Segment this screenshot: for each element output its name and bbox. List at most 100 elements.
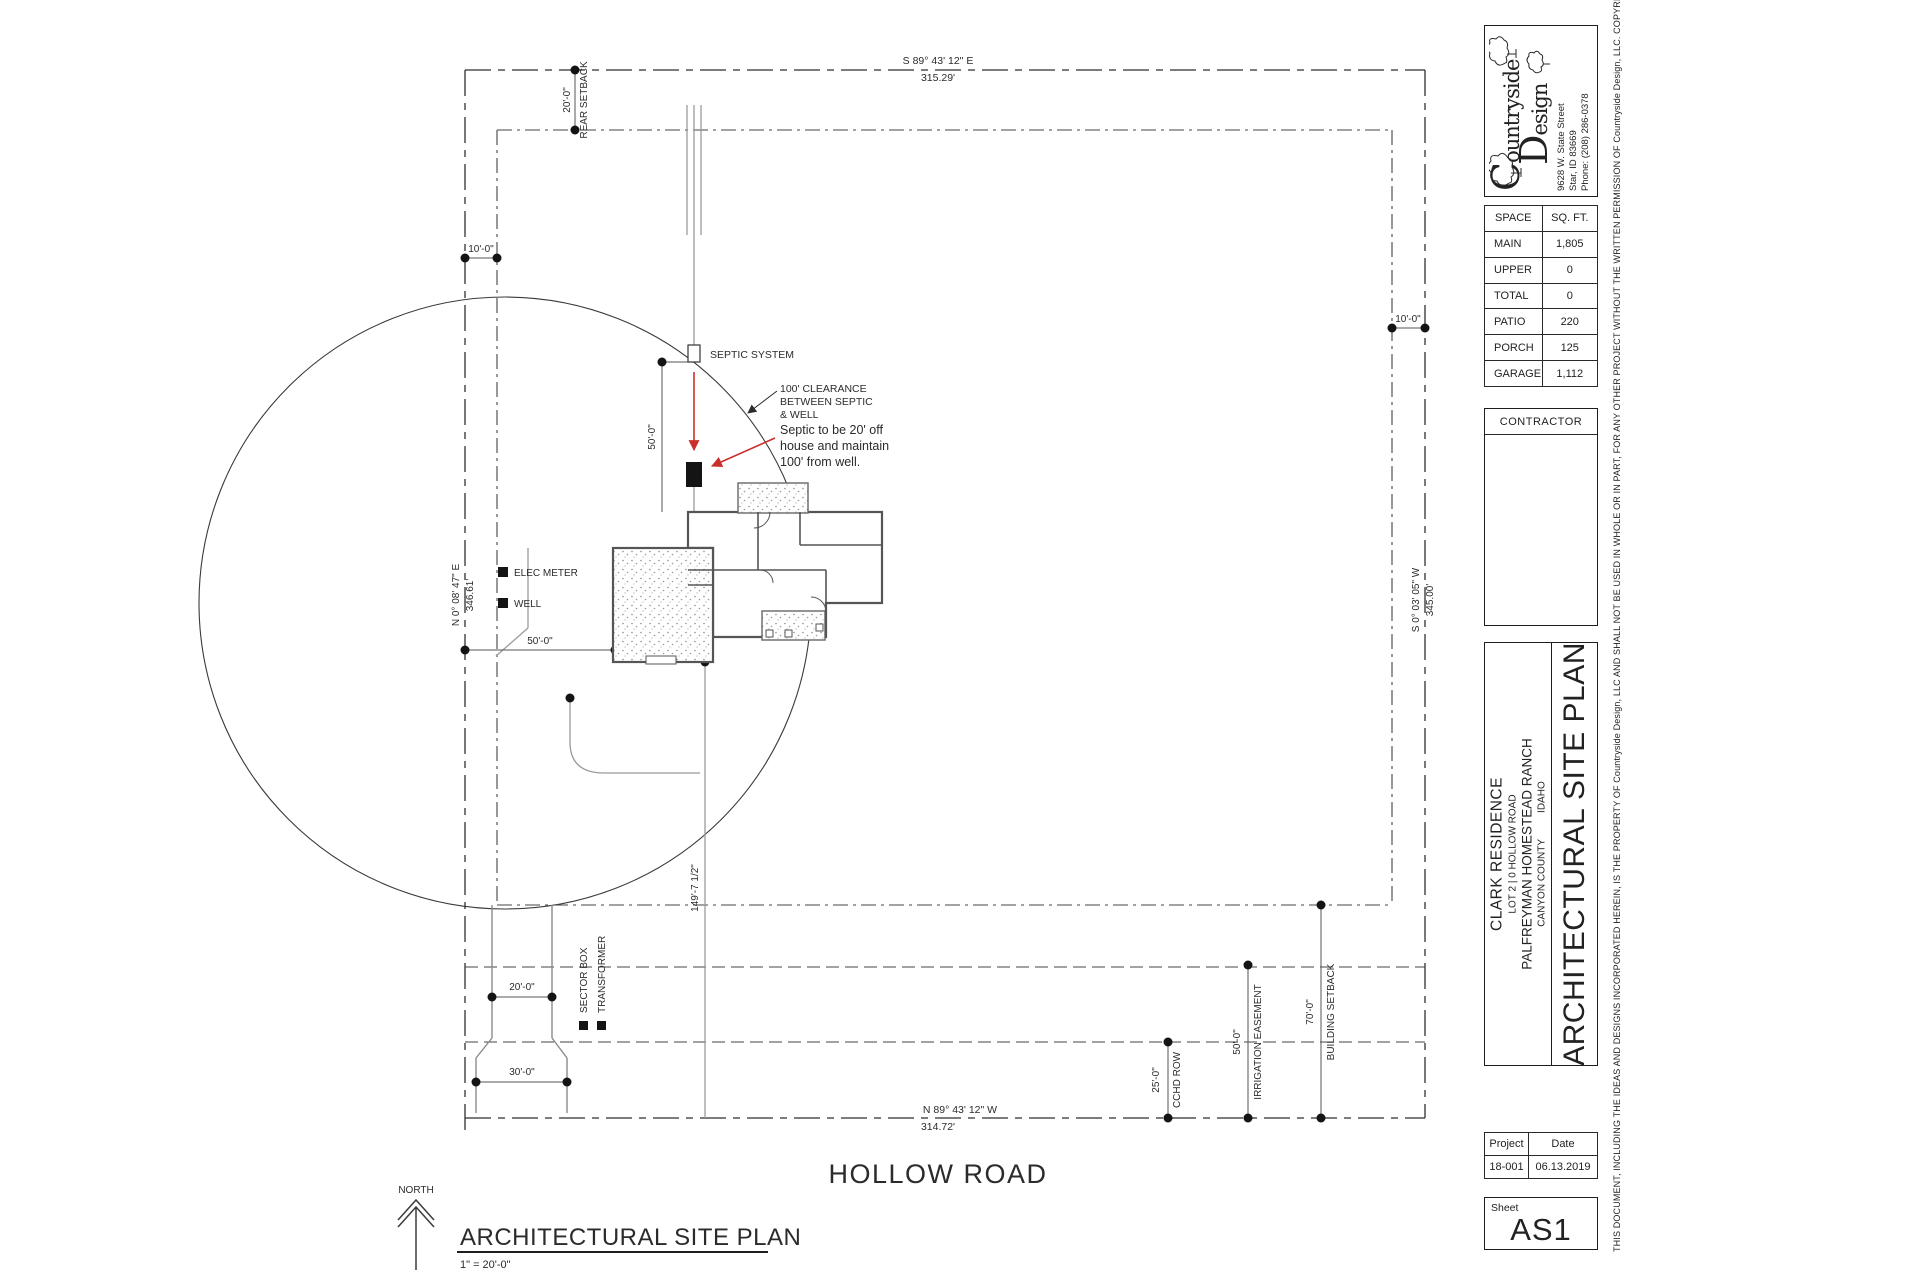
project-client: CLARK RESIDENCE: [1488, 777, 1506, 931]
garage-door-step: [645, 655, 677, 665]
logo-name: CCountrysideountryside Design: [1484, 59, 1557, 191]
easement-lines: [465, 966, 1425, 1043]
project-info: CLARK RESIDENCE LOT 2 | 0 HOLLOW ROAD PA…: [1485, 643, 1551, 1065]
length-top: 315.29': [921, 72, 955, 84]
logo-address-line3: Phone: (208) 286-0378: [1580, 93, 1592, 191]
project-subdivision: PALFREYMAN HOMESTEAD RANCH: [1519, 738, 1535, 970]
logo-box: CCountrysideountryside Design 9628 W. St…: [1484, 25, 1598, 197]
area-row-label: UPPER: [1484, 256, 1543, 284]
project-date-box: Project Date 18-001 06.13.2019: [1484, 1132, 1598, 1179]
patio: [737, 482, 809, 514]
area-row-label: GARAGE: [1484, 360, 1543, 387]
contractor-box: CONTRACTOR: [1484, 408, 1598, 626]
plan-title: ARCHITECTURAL SITE PLAN: [460, 1224, 801, 1251]
garage: [611, 546, 715, 664]
project-county: CANYON COUNTY: [1536, 838, 1548, 927]
area-row-label: PORCH: [1484, 334, 1543, 362]
date-label: Date: [1528, 1132, 1598, 1156]
sheet-box: Sheet AS1: [1484, 1197, 1598, 1250]
door-swings: [753, 511, 827, 613]
area-table-box: SPACE SQ. FT. MAIN 1,805 UPPER 0 TOTAL 0…: [1484, 205, 1598, 387]
property-boundary: [464, 69, 1426, 1130]
project-state: IDAHO: [1536, 781, 1548, 813]
clearance-note-line1: 100' CLEARANCE: [780, 383, 867, 395]
transformer-label: TRANSFORMER: [597, 936, 608, 1013]
porch-posts: [765, 623, 824, 638]
area-row-value: 220: [1541, 308, 1598, 336]
utility-symbols: [498, 567, 606, 1030]
interior-walls: [688, 512, 882, 637]
area-row-value: 1,805: [1541, 230, 1598, 258]
utility-lines: [495, 105, 706, 1118]
project-lot: LOT 2 | 0 HOLLOW ROAD: [1507, 794, 1519, 914]
sheet-number: AS1: [1510, 1212, 1572, 1247]
length-bottom: 314.72': [921, 1121, 955, 1133]
building-setback-dim: 70'-0": [1305, 999, 1316, 1025]
logo: CCountrysideountryside Design 9628 W. St…: [1484, 31, 1593, 191]
copyright-notice: THIS DOCUMENT, INCLUDING THE IDEAS AND D…: [1612, 0, 1622, 1252]
project-number: 18-001: [1484, 1155, 1529, 1179]
rear-setback-dim: 20'-0": [562, 87, 573, 113]
septic-red-note-line1: Septic to be 20' off: [780, 423, 883, 437]
length-right: 345.00': [1425, 584, 1436, 617]
cchd-row-label: CCHD ROW: [1172, 1051, 1183, 1108]
building-setback-label: BUILDING SETBACK: [1326, 963, 1337, 1060]
dimension-lines: [465, 70, 1425, 1118]
table-row: MAIN 1,805: [1484, 230, 1598, 258]
transformer-symbol: [597, 1021, 606, 1030]
rear-setback-label: REAR SETBACK: [579, 61, 590, 139]
sheet-title: ARCHITECTURAL SITE PLAN: [1557, 642, 1591, 1066]
length-left: 346.61': [465, 579, 476, 612]
elec-meter-symbol: [498, 567, 508, 577]
area-row-label: MAIN: [1484, 230, 1543, 258]
date-value: 06.13.2019: [1528, 1155, 1598, 1179]
setback-lines: [496, 129, 1393, 906]
driveway-bottom-dim: 30'-0": [509, 1067, 535, 1078]
table-row: UPPER 0: [1484, 256, 1598, 284]
septic-tank-symbol: [686, 462, 702, 487]
logo-address-line2: Star, ID 83669: [1568, 130, 1580, 191]
septic-system-label: SEPTIC SYSTEM: [710, 349, 794, 361]
north-label: NORTH: [398, 1185, 433, 1196]
well-offset-dim: 50'-0": [527, 636, 553, 647]
table-row: TOTAL 0: [1484, 282, 1598, 310]
area-row-value: 0: [1541, 256, 1598, 284]
area-row-value: 125: [1541, 334, 1598, 362]
red-annotation-arrows: [688, 372, 776, 468]
area-table-header-space: SPACE: [1484, 205, 1543, 232]
area-table: SPACE SQ. FT. MAIN 1,805 UPPER 0 TOTAL 0…: [1484, 205, 1598, 387]
sector-box-label: SECTOR BOX: [579, 947, 590, 1013]
house-to-road-dim: 149'-7 1/2": [690, 864, 701, 912]
septic-system-symbol: [687, 344, 701, 363]
north-arrow-icon: [397, 1198, 435, 1270]
well-label: WELL: [514, 599, 542, 610]
project-date-table: Project Date 18-001 06.13.2019: [1484, 1132, 1598, 1179]
cchd-dim: 25'-0": [1151, 1067, 1162, 1093]
sector-box-symbol: [579, 1021, 588, 1030]
septic-offset-dim: 50'-0": [647, 424, 658, 450]
road-name: HOLLOW ROAD: [828, 1159, 1047, 1189]
driveway-top-dim: 20'-0": [509, 982, 535, 993]
bearing-left: N 0° 08' 47" E: [451, 564, 462, 627]
bearing-bottom: N 89° 43' 12" W: [923, 1104, 997, 1116]
side-setback-left-dim: 10'-0": [468, 244, 494, 255]
table-row: PORCH 125: [1484, 334, 1598, 362]
bearing-right: S 0° 03' 05" W: [1411, 567, 1422, 632]
house-footprint: [611, 482, 884, 665]
project-location: CANYON COUNTY IDAHO: [1537, 738, 1548, 970]
area-row-label: TOTAL: [1484, 282, 1543, 310]
area-row-label: PATIO: [1484, 308, 1543, 336]
driveway: [475, 905, 568, 1113]
sheet-label: Sheet: [1491, 1202, 1519, 1214]
septic-red-note-line3: 100' from well.: [780, 455, 860, 469]
well-symbol: [498, 598, 508, 608]
irrigation-dim: 50'-0": [1232, 1029, 1243, 1055]
side-setback-right-dim: 10'-0": [1395, 314, 1421, 325]
clearance-note-line2: BETWEEN SEPTIC: [780, 396, 873, 408]
bearing-top: S 89° 43' 12" E: [903, 55, 974, 67]
plan-scale: 1" = 20'-0": [460, 1259, 511, 1271]
septic-red-note-line2: house and maintain: [780, 439, 889, 453]
irrigation-easement-label: IRRIGATION EASEMENT: [1253, 984, 1264, 1099]
